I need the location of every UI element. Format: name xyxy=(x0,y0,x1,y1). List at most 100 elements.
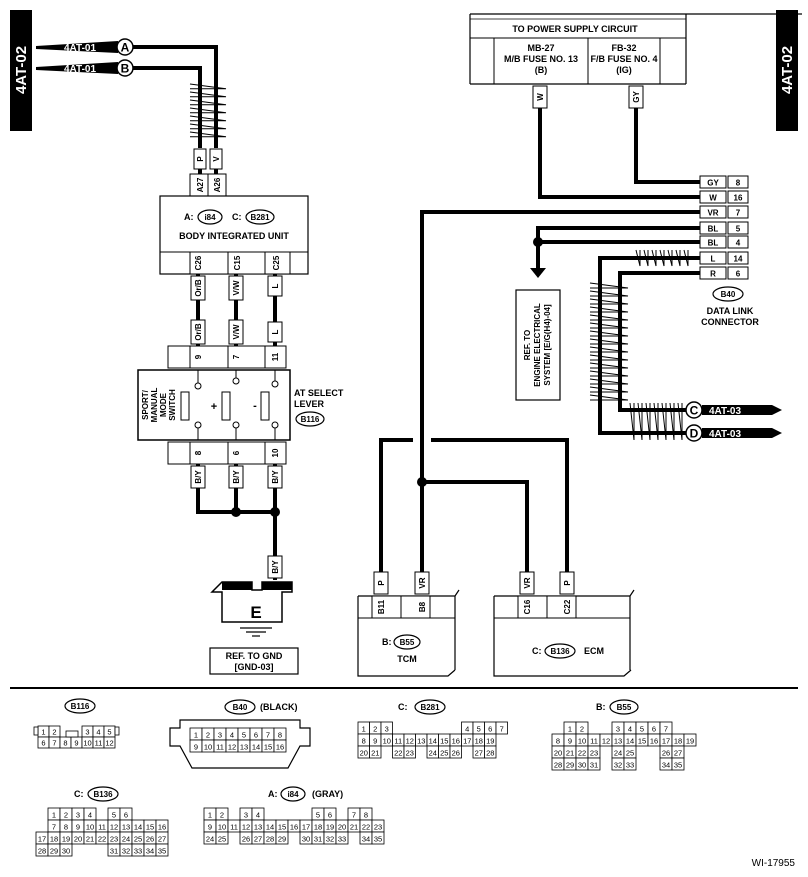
connector-pin-number: 24 xyxy=(614,749,622,758)
connector-pin-number: 5 xyxy=(112,811,116,820)
data-link-pin-label: 7 xyxy=(736,209,741,218)
fuse-right-2: F/B FUSE NO. 4 xyxy=(590,54,657,64)
connector-pin-number: 18 xyxy=(475,737,483,746)
connector-pin-number: 31 xyxy=(110,847,118,856)
fuse-right-3: (IG) xyxy=(616,65,632,75)
connector-pin-number: 7 xyxy=(664,725,668,734)
pin-c26: C26 xyxy=(194,255,203,270)
connector-pin-number: 15 xyxy=(638,737,646,746)
wire-r-dlc xyxy=(618,271,700,412)
connector-pin-number: 29 xyxy=(50,847,58,856)
connector-c-arrow xyxy=(702,405,782,415)
pin-b11: B11 xyxy=(377,599,386,614)
view-b116-label: B116 xyxy=(71,702,90,711)
connector-pin-number: 3 xyxy=(76,811,80,820)
pin-a27: A27 xyxy=(196,177,205,192)
pin-a26: A26 xyxy=(213,177,222,192)
body-unit-a-conn: i84 xyxy=(204,213,216,222)
right-page-tab-label: 4AT-02 xyxy=(779,46,796,94)
connector-pin-number: 33 xyxy=(338,835,346,844)
engine-ref-arrow xyxy=(530,268,546,278)
connector-pin-number: 35 xyxy=(374,835,382,844)
connector-pin-number: 31 xyxy=(314,835,322,844)
connector-pin-number: 14 xyxy=(134,823,142,832)
connector-pin-number: 4 xyxy=(88,811,92,820)
document-id: WI-17955 xyxy=(752,858,796,869)
connector-cavity xyxy=(449,745,462,759)
connector-pin-number: 21 xyxy=(566,749,574,758)
connector-pin-number: 3 xyxy=(616,725,620,734)
connector-pin-number: 16 xyxy=(290,823,298,832)
connector-pin-number: 6 xyxy=(254,731,258,740)
view-i84-note: (GRAY) xyxy=(312,789,343,799)
connector-pin-number: 32 xyxy=(614,761,622,770)
connector-pin-number: 19 xyxy=(62,835,70,844)
connector-pin-number: 10 xyxy=(83,739,91,748)
connector-pin-number: 26 xyxy=(146,835,154,844)
connector-pin-number: 9 xyxy=(568,737,572,746)
pin-11: 11 xyxy=(271,352,280,361)
wire-tag-l-2: L xyxy=(271,329,280,334)
connector-pin-number: 17 xyxy=(302,823,310,832)
connector-pin-number: 30 xyxy=(578,761,586,770)
connector-pin-number: 2 xyxy=(373,725,377,734)
body-unit-c-prefix: C: xyxy=(232,212,242,222)
connector-d-label: 4AT-03 xyxy=(709,429,741,440)
data-link-wire-label: R xyxy=(710,270,716,279)
connector-pin-number: 25 xyxy=(626,749,634,758)
connector-pin-number: 32 xyxy=(326,835,334,844)
power-supply-box xyxy=(469,13,802,85)
data-link-pin-box xyxy=(727,190,749,204)
connector-pin-number: 20 xyxy=(554,749,562,758)
connector-pin-number: 21 xyxy=(350,823,358,832)
wire-tag-by-2: B/Y xyxy=(232,470,241,484)
tcm-title: TCM xyxy=(397,654,417,664)
plus-sign: + xyxy=(211,401,217,413)
connector-pin-number: 12 xyxy=(242,823,250,832)
fuse-left-3: (B) xyxy=(535,65,548,75)
connector-pin-number: 18 xyxy=(314,823,322,832)
connector-pin-number: 22 xyxy=(394,749,402,758)
connector-pin-number: 27 xyxy=(674,749,682,758)
connector-pin-number: 21 xyxy=(86,835,94,844)
connector-pin-number: 11 xyxy=(590,737,598,746)
connector-pin-number: 8 xyxy=(556,737,560,746)
data-link-wire-label: GY xyxy=(707,179,719,188)
connector-pin-number: 19 xyxy=(326,823,334,832)
engine-ref-box xyxy=(515,289,561,401)
wire-tag-p-label: P xyxy=(196,156,205,162)
view-b136-label: B136 xyxy=(93,790,113,799)
connector-pin-number: 24 xyxy=(122,835,130,844)
data-link-pin-box xyxy=(727,251,749,265)
connector-pin-number: 10 xyxy=(383,737,391,746)
twisted-pair-marks-cd xyxy=(589,249,689,441)
select-lever-bottom-connector xyxy=(167,441,287,465)
power-supply-title: TO POWER SUPPLY CIRCUIT xyxy=(512,24,638,34)
connector-pin-number: 17 xyxy=(463,737,471,746)
connector-pin-number: 29 xyxy=(278,835,286,844)
data-link-wire-label: BL xyxy=(708,239,719,248)
data-link-pin-label: 14 xyxy=(734,255,743,264)
connector-a-label: 4AT-01 xyxy=(64,43,96,54)
wire-tag-vw-1: V/W xyxy=(232,280,241,296)
connector-d-letter: D xyxy=(690,427,699,441)
data-link-pin-label: 16 xyxy=(734,194,743,203)
connector-pin-number: 13 xyxy=(254,823,262,832)
connector-pin-number: 2 xyxy=(52,728,56,737)
connector-pin-number: 8 xyxy=(63,739,67,748)
data-link-wire-tag xyxy=(699,175,727,189)
connector-pin-number: 11 xyxy=(98,823,106,832)
connector-cavity xyxy=(587,757,601,771)
data-link-pin-label: 8 xyxy=(736,179,741,188)
connector-cavity xyxy=(623,757,637,771)
connector-pin-number: 4 xyxy=(628,725,632,734)
connector-pin-number: 3 xyxy=(85,728,89,737)
connector-pin-number: 33 xyxy=(134,847,142,856)
body-unit-c-conn: B281 xyxy=(250,213,270,222)
connector-pin-number: 1 xyxy=(208,811,212,820)
connector-pin-number: 22 xyxy=(98,835,106,844)
